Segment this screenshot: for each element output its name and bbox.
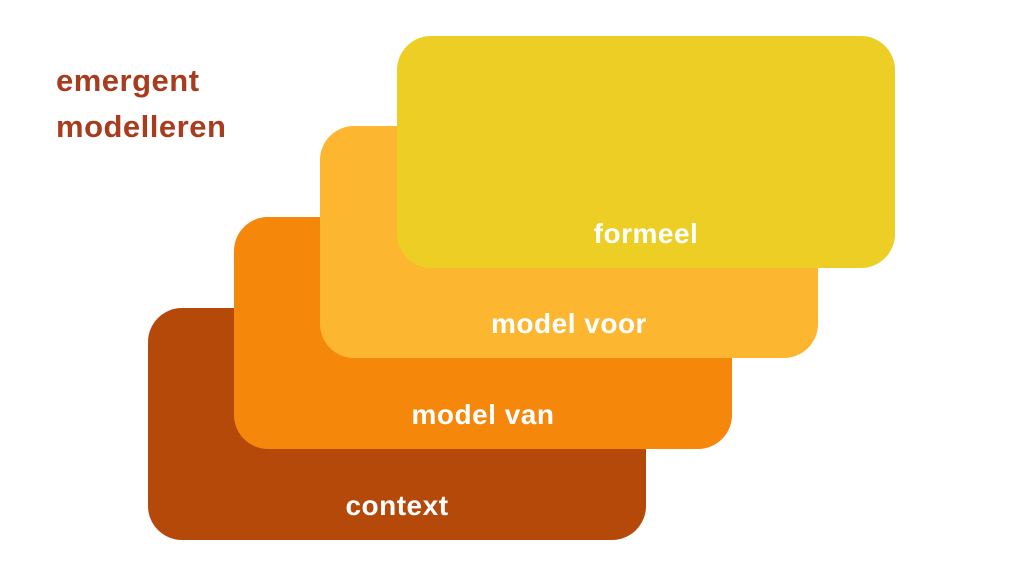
title-line-1: emergent xyxy=(56,63,200,98)
diagram-title: emergent modelleren xyxy=(56,58,226,150)
layer-label: model voor xyxy=(491,308,647,339)
layer-label: context xyxy=(345,490,449,521)
title-line-2: modelleren xyxy=(56,109,227,144)
layer-label: model van xyxy=(411,399,555,430)
layer-formeel: formeel xyxy=(397,36,895,268)
layer-label: formeel xyxy=(593,218,699,249)
